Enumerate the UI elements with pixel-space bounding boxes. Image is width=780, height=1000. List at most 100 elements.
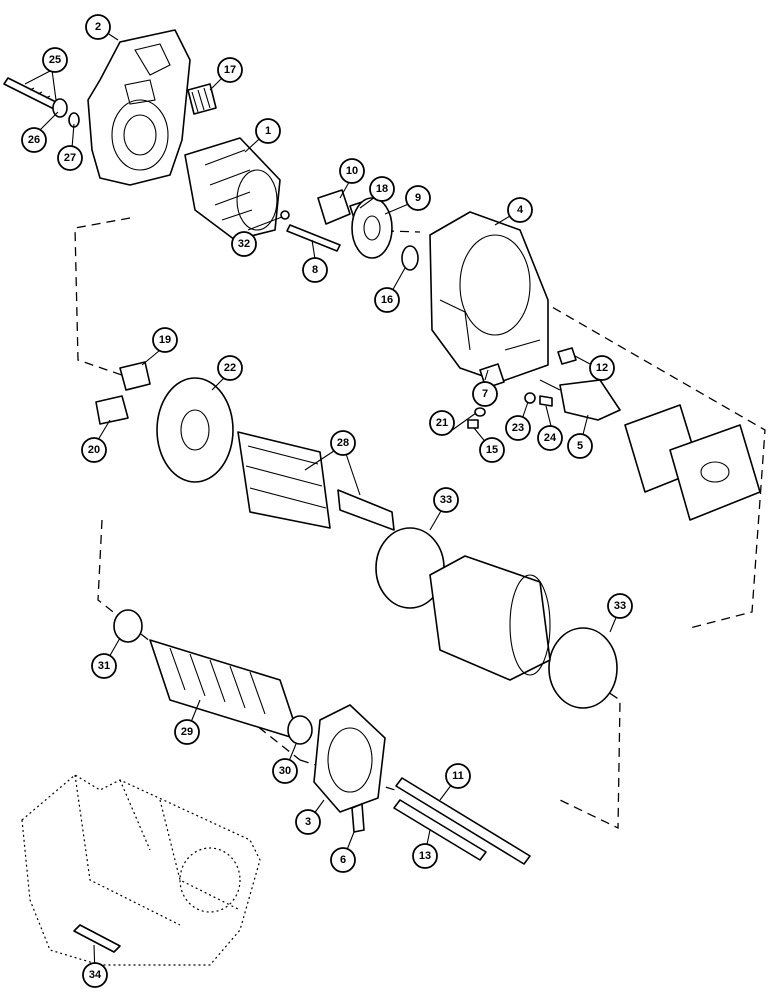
callout-label-10: 10 bbox=[346, 165, 358, 177]
callout-1: 1 bbox=[255, 118, 281, 144]
callout-29: 29 bbox=[174, 719, 200, 745]
callout-15: 15 bbox=[479, 437, 505, 463]
callout-30: 30 bbox=[272, 758, 298, 784]
armature-29 bbox=[149, 639, 301, 741]
o-ring-33-lower bbox=[548, 627, 618, 709]
spring-8 bbox=[286, 224, 341, 252]
callout-label-31: 31 bbox=[98, 660, 110, 672]
callout-28: 28 bbox=[330, 430, 356, 456]
callout-label-2: 2 bbox=[95, 21, 101, 33]
callout-33-lower: 33 bbox=[607, 593, 633, 619]
bearing-31 bbox=[113, 609, 143, 643]
through-bolt-25 bbox=[3, 77, 61, 111]
nut-21 bbox=[474, 407, 486, 417]
callout-24: 24 bbox=[537, 425, 563, 451]
callout-label-1: 1 bbox=[265, 125, 271, 137]
callout-3: 3 bbox=[295, 809, 321, 835]
solenoid-plunger-5 bbox=[539, 379, 621, 421]
callout-33-upper: 33 bbox=[433, 487, 459, 513]
callout-8: 8 bbox=[302, 257, 328, 283]
brush-plate-22 bbox=[156, 377, 234, 483]
callout-34: 34 bbox=[82, 962, 108, 988]
callout-label-9: 9 bbox=[415, 192, 421, 204]
callout-6: 6 bbox=[330, 847, 356, 873]
callout-label-33-upper: 33 bbox=[440, 494, 452, 506]
callout-27: 27 bbox=[57, 145, 83, 171]
callout-label-11: 11 bbox=[452, 770, 464, 782]
screw-24 bbox=[539, 395, 553, 407]
callout-label-5: 5 bbox=[577, 440, 583, 452]
callout-12: 12 bbox=[589, 355, 615, 381]
screw-12 bbox=[557, 347, 577, 365]
callout-10: 10 bbox=[339, 158, 365, 184]
bushing-15 bbox=[467, 419, 479, 429]
mounting-bolt-34 bbox=[73, 924, 121, 953]
callout-label-33-lower: 33 bbox=[614, 600, 626, 612]
washer-16 bbox=[401, 245, 419, 271]
callout-label-29: 29 bbox=[181, 726, 193, 738]
callout-20: 20 bbox=[81, 437, 107, 463]
bearing-30 bbox=[287, 715, 313, 745]
brush-20 bbox=[95, 395, 129, 425]
callout-17: 17 bbox=[217, 57, 243, 83]
callout-9: 9 bbox=[405, 185, 431, 211]
callout-label-21: 21 bbox=[436, 417, 448, 429]
callout-label-6: 6 bbox=[340, 854, 346, 866]
callout-label-25: 25 bbox=[49, 54, 61, 66]
engine-block-outline bbox=[21, 774, 261, 966]
callout-31: 31 bbox=[91, 653, 117, 679]
callout-label-7: 7 bbox=[482, 388, 488, 400]
callout-label-18: 18 bbox=[376, 183, 388, 195]
callout-label-34: 34 bbox=[89, 969, 102, 981]
drive-end-housing bbox=[87, 29, 191, 186]
brush-19 bbox=[119, 361, 151, 391]
callout-16: 16 bbox=[374, 287, 400, 313]
callout-4: 4 bbox=[507, 197, 533, 223]
callout-label-23: 23 bbox=[512, 422, 524, 434]
callout-label-27: 27 bbox=[64, 152, 76, 164]
callout-23: 23 bbox=[505, 415, 531, 441]
callout-21: 21 bbox=[429, 410, 455, 436]
solenoid-cover bbox=[669, 424, 761, 521]
callout-2: 2 bbox=[85, 14, 111, 40]
callout-5: 5 bbox=[567, 433, 593, 459]
retainer-10 bbox=[317, 189, 351, 225]
callout-label-32: 32 bbox=[238, 238, 250, 250]
gear-9 bbox=[351, 197, 393, 259]
nut-23 bbox=[524, 392, 536, 404]
callout-label-17: 17 bbox=[224, 64, 236, 76]
callout-26: 26 bbox=[21, 127, 47, 153]
gear-housing-4 bbox=[429, 211, 549, 383]
callout-label-8: 8 bbox=[312, 264, 318, 276]
callout-label-20: 20 bbox=[88, 444, 100, 456]
callout-label-13: 13 bbox=[419, 850, 431, 862]
callout-label-28: 28 bbox=[337, 437, 349, 449]
ball-32 bbox=[280, 210, 290, 220]
callout-19: 19 bbox=[152, 327, 178, 353]
through-bolt-11 bbox=[395, 777, 531, 865]
callout-label-4: 4 bbox=[517, 204, 524, 216]
callout-18: 18 bbox=[369, 176, 395, 202]
callout-label-24: 24 bbox=[544, 432, 557, 444]
callout-32: 32 bbox=[231, 231, 257, 257]
drive-assembly-1 bbox=[184, 137, 281, 241]
callout-label-22: 22 bbox=[224, 362, 236, 374]
plug-6 bbox=[351, 803, 365, 833]
callout-7: 7 bbox=[472, 381, 498, 407]
callout-label-26: 26 bbox=[28, 134, 40, 146]
callout-label-3: 3 bbox=[305, 816, 311, 828]
callout-label-30: 30 bbox=[279, 765, 291, 777]
callout-label-12: 12 bbox=[596, 362, 608, 374]
field-coils-28 bbox=[237, 431, 395, 531]
callout-13: 13 bbox=[412, 843, 438, 869]
through-bolt-13 bbox=[393, 799, 487, 861]
end-cover-3 bbox=[313, 704, 386, 813]
callout-label-15: 15 bbox=[486, 444, 498, 456]
callout-25: 25 bbox=[42, 47, 68, 73]
callout-label-16: 16 bbox=[381, 294, 393, 306]
frame-housing bbox=[429, 555, 551, 681]
washer-26 bbox=[52, 98, 68, 118]
pinion-gear-17 bbox=[187, 83, 217, 115]
callout-11: 11 bbox=[445, 763, 471, 789]
